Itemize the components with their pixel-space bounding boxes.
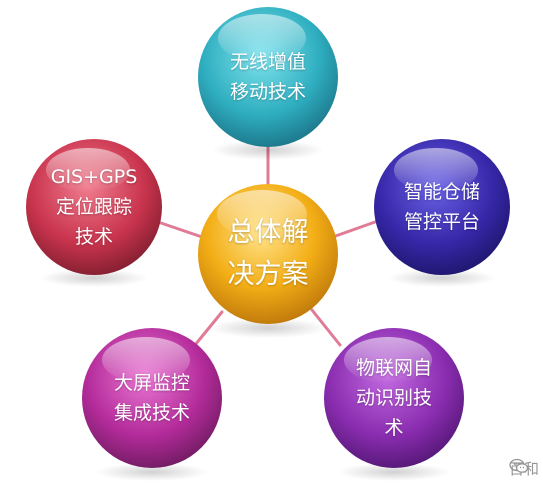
- label-bottom-right-line2: 动识别技: [355, 387, 432, 409]
- label-right-line2: 管控平台: [403, 211, 480, 233]
- label-right: 智能仓储 管控平台: [374, 177, 510, 237]
- node-overall-solution: [198, 184, 338, 338]
- label-right-line1: 智能仓储: [403, 181, 480, 203]
- label-left-line3: 技术: [74, 226, 113, 248]
- label-top-line1: 无线增值: [229, 51, 306, 73]
- label-center-line1: 总体解: [227, 217, 309, 248]
- node-smart-warehouse: [374, 139, 510, 287]
- node-wireless-mobile: [198, 7, 338, 160]
- label-center: 总体解 决方案: [198, 212, 338, 296]
- node-gis-gps: [26, 139, 162, 287]
- wechat-icon: [509, 458, 529, 473]
- label-bottom-left: 大屏监控 集成技术: [82, 368, 222, 428]
- label-left-line1: GIS+GPS: [50, 166, 138, 188]
- label-left-line2: 定位跟踪: [55, 196, 132, 218]
- label-bottom-right: 物联网自 动识别技 术: [324, 353, 464, 443]
- label-bottom-right-line3: 术: [384, 417, 404, 439]
- node-big-screen-monitoring: [82, 328, 222, 481]
- watermark: 百和: [509, 458, 539, 479]
- label-bottom-left-line2: 集成技术: [113, 402, 190, 424]
- connector-left: [156, 220, 207, 240]
- connector-right: [328, 220, 377, 240]
- label-bottom-left-line1: 大屏监控: [113, 372, 190, 394]
- node-iot-identification: [324, 328, 464, 481]
- label-top-line2: 移动技术: [229, 81, 306, 103]
- label-left: GIS+GPS 定位跟踪 技术: [26, 162, 162, 252]
- label-bottom-right-line1: 物联网自: [355, 357, 432, 379]
- label-center-line2: 决方案: [227, 259, 309, 290]
- label-top: 无线增值 移动技术: [198, 47, 338, 107]
